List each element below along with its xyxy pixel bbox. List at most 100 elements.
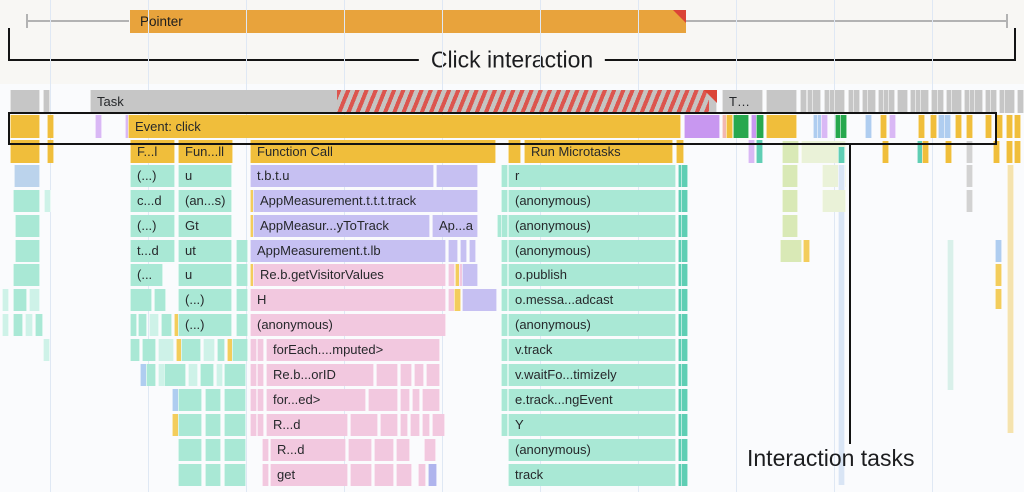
flame-bar[interactable] — [835, 115, 842, 138]
flame-bar[interactable] — [813, 115, 820, 138]
flame-bar[interactable] — [368, 389, 398, 411]
flame-bar-appmeasurement-t-t-t-track[interactable]: AppMeasurement.t.t.t.track — [253, 190, 478, 212]
flame-bar[interactable] — [853, 90, 860, 113]
flame-bar[interactable] — [205, 389, 221, 411]
flame-bar[interactable] — [955, 115, 962, 138]
flame-bar[interactable] — [917, 141, 924, 163]
flame-bar-t-d[interactable]: t...d — [130, 240, 175, 262]
flame-bar[interactable] — [974, 90, 983, 113]
flame-bar[interactable] — [188, 364, 198, 386]
flame-bar[interactable]: (...) — [178, 314, 232, 336]
flame-bar[interactable] — [412, 389, 420, 411]
flame-bar[interactable] — [95, 115, 102, 138]
flame-bar[interactable] — [469, 240, 476, 262]
flame-bar[interactable] — [733, 115, 749, 138]
flame-bar-event-click[interactable]: Event: click — [128, 115, 681, 138]
flame-bar[interactable] — [236, 240, 248, 262]
flame-bar[interactable] — [996, 115, 1003, 138]
flame-bar-h[interactable]: H — [250, 289, 446, 311]
flame-bar[interactable] — [1006, 141, 1013, 163]
flame-bar[interactable] — [250, 339, 257, 361]
flame-bar[interactable] — [216, 364, 223, 386]
flame-bar[interactable] — [455, 264, 462, 286]
flame-bar[interactable] — [224, 439, 246, 461]
flame-bar-anonymous[interactable]: (anonymous) — [508, 439, 676, 461]
flame-bar[interactable] — [232, 339, 248, 361]
flame-bar[interactable] — [146, 364, 156, 386]
flame-bar[interactable] — [501, 314, 508, 336]
flame-bar[interactable] — [1006, 115, 1013, 138]
flame-bar[interactable] — [803, 240, 810, 262]
flame-bar-c-d[interactable]: c...d — [130, 190, 175, 212]
flame-bar[interactable] — [138, 314, 147, 336]
flame-bar[interactable] — [460, 240, 467, 262]
flame-bar[interactable] — [865, 115, 872, 138]
flame-bar[interactable] — [882, 141, 889, 163]
flame-bar[interactable] — [681, 165, 688, 187]
flame-bar-get[interactable]: get — [270, 464, 348, 486]
flame-bar[interactable] — [172, 414, 179, 436]
flame-bar[interactable] — [501, 364, 508, 386]
flame-bar-foreach-mputed[interactable]: forEach....mputed> — [266, 339, 440, 361]
flame-bar[interactable] — [878, 90, 885, 113]
flame-bar-t[interactable]: T… — [722, 90, 763, 113]
flame-bar[interactable] — [801, 141, 846, 163]
flame-bar[interactable] — [889, 115, 896, 138]
flame-bar[interactable] — [681, 389, 688, 411]
flame-bar[interactable] — [817, 115, 824, 138]
flame-bar[interactable] — [178, 464, 202, 486]
flame-bar[interactable] — [47, 115, 54, 138]
flame-bar[interactable] — [681, 190, 688, 212]
flame-bar[interactable] — [766, 115, 797, 138]
flame-bar[interactable] — [227, 339, 234, 361]
flame-bar-t-b-t-u[interactable]: t.b.t.u — [250, 165, 434, 187]
flame-bar[interactable]: (...) — [178, 289, 232, 311]
flame-bar[interactable]: (...) — [130, 215, 175, 237]
flame-bar[interactable] — [462, 264, 478, 286]
flame-bar[interactable] — [681, 414, 688, 436]
flame-bar[interactable] — [951, 90, 962, 113]
flame-bar[interactable] — [10, 115, 40, 138]
flame-bar[interactable] — [812, 90, 821, 113]
flame-bar[interactable] — [726, 115, 733, 138]
flame-bar[interactable] — [236, 289, 248, 311]
flame-bar[interactable] — [43, 339, 50, 361]
flame-bar[interactable] — [840, 115, 847, 138]
flame-bar-function-call[interactable]: Function Call — [250, 140, 496, 163]
flame-bar-o-messa-adcast[interactable]: o.messa...adcast — [508, 289, 676, 311]
flame-bar[interactable] — [681, 264, 688, 286]
flame-bar[interactable] — [13, 289, 27, 311]
flame-bar[interactable] — [681, 339, 688, 361]
flame-bar[interactable] — [448, 264, 455, 286]
flame-bar-appmeasurement-t-lb[interactable]: AppMeasurement.t.lb — [250, 240, 446, 262]
flame-bar[interactable] — [374, 464, 394, 486]
flame-bar[interactable] — [400, 364, 412, 386]
flame-bar[interactable] — [780, 240, 802, 262]
flame-bar[interactable] — [501, 240, 508, 262]
flame-bar-anonymous[interactable]: (anonymous) — [508, 215, 676, 237]
flame-bar[interactable] — [348, 439, 372, 461]
flame-bar[interactable] — [224, 464, 246, 486]
flame-bar[interactable] — [448, 240, 458, 262]
flame-bar[interactable] — [257, 389, 264, 411]
flame-bar[interactable] — [424, 439, 436, 461]
flame-bar-r-d[interactable]: R...d — [270, 439, 346, 461]
flame-bar[interactable] — [848, 90, 855, 113]
flame-bar[interactable] — [174, 314, 181, 336]
flame-bar[interactable] — [995, 289, 1002, 309]
flame-bar[interactable] — [501, 165, 508, 187]
flame-bar[interactable] — [224, 414, 246, 436]
flame-bar-f-l[interactable]: F...l — [130, 140, 175, 163]
flame-bar[interactable] — [966, 141, 973, 163]
flame-bar[interactable] — [250, 389, 257, 411]
flame-bar-u[interactable]: u — [178, 264, 232, 286]
flame-bar[interactable] — [867, 90, 876, 113]
flame-bar[interactable] — [947, 240, 954, 390]
flame-bar[interactable] — [15, 215, 40, 237]
flame-bar[interactable] — [2, 314, 9, 336]
flame-bar-r-d[interactable]: R...d — [266, 414, 348, 436]
flame-bar[interactable] — [422, 414, 430, 436]
flame-bar[interactable] — [176, 339, 183, 361]
flame-bar[interactable] — [704, 90, 717, 103]
flame-bar[interactable] — [938, 115, 945, 138]
